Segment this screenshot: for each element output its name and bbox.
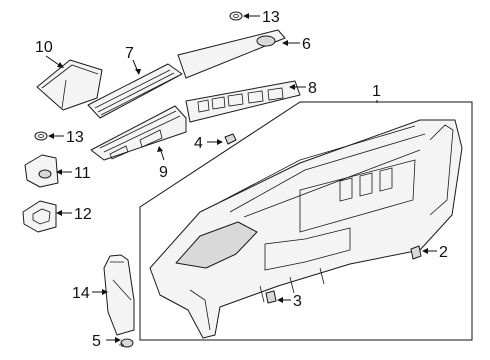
callout-12: 12 — [74, 206, 92, 223]
callout-3: 3 — [293, 293, 302, 310]
callout-8: 8 — [308, 80, 317, 97]
part-2-clip — [410, 245, 422, 260]
part-1-dashboard — [149, 119, 463, 339]
part-4-clip — [224, 133, 237, 145]
callout-6: 6 — [302, 36, 311, 53]
callout-2: 2 — [439, 244, 448, 261]
callout-5: 5 — [92, 333, 101, 350]
callout-4: 4 — [194, 135, 203, 152]
part-10-side-cover — [36, 59, 103, 111]
callout-14: 14 — [72, 285, 90, 302]
assembly-frame — [139, 101, 473, 341]
part-13-left-washer — [34, 131, 48, 141]
part-11-trim — [24, 154, 59, 188]
part-7-vent-panel — [87, 63, 183, 119]
callout-11: 11 — [74, 165, 91, 182]
leader-lines — [45, 13, 437, 343]
callout-13-top: 13 — [262, 9, 280, 26]
callout-9: 9 — [159, 164, 168, 181]
part-6-top-trim — [177, 29, 286, 79]
callout-10: 10 — [35, 39, 53, 56]
callout-13-left: 13 — [66, 129, 84, 146]
callout-1: 1 — [372, 83, 381, 100]
part-9-lower-vent-panel — [90, 105, 187, 161]
part-5-screw — [119, 338, 134, 348]
part-12-bracket — [22, 200, 57, 233]
part-14-side-panel — [103, 254, 135, 336]
part-3-clip — [265, 290, 277, 304]
callout-7: 7 — [125, 45, 134, 62]
part-8-center-bezel — [185, 80, 301, 123]
part-13-top-washer — [229, 11, 243, 21]
